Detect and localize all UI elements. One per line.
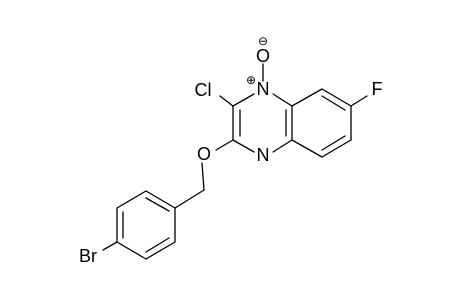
bond-ar5-ar6 — [145, 241, 176, 260]
bond-c5-c4a — [291, 139, 323, 158]
bond-c6-c5 — [321, 139, 352, 158]
bond-c2-cl — [219, 95, 234, 107]
bond-c8a-n1 — [272, 93, 293, 107]
bond-ar5-ar6-inner — [145, 237, 170, 253]
bond-ar1-ar2 — [145, 190, 176, 209]
bond-c7-f — [350, 95, 368, 107]
atom-f: F — [372, 79, 383, 99]
charge-positive-n: ⊕ — [246, 73, 256, 87]
bond-c8a-c8 — [291, 88, 323, 107]
bond-o-ch2 — [201, 162, 205, 191]
bond-ar2-ar3 — [116, 190, 147, 209]
atom-n-oxide: N — [257, 79, 270, 99]
bond-ar4-br — [102, 241, 118, 251]
atom-br: Br — [79, 246, 97, 266]
atom-o-ether: O — [197, 144, 211, 164]
atom-o-oxide: O — [256, 46, 270, 66]
bond-c3-n4 — [232, 139, 255, 153]
atom-cl: Cl — [195, 80, 212, 100]
bond-n4-c4a — [272, 139, 293, 153]
atom-n-ring: N — [257, 145, 270, 165]
bond-c8-c7 — [321, 88, 352, 107]
charge-negative-oxide: ⊖ — [258, 34, 268, 48]
bond-c3-o — [215, 139, 234, 151]
bond-ar1-ar2-inner — [145, 197, 170, 212]
bond-n1-c2 — [232, 93, 255, 107]
bond-c8-c7-inner — [321, 95, 346, 111]
bond-ar4-ar5 — [116, 241, 147, 260]
bond-c6-c5-inner — [321, 135, 346, 151]
bond-ch2-ar — [174, 189, 205, 209]
